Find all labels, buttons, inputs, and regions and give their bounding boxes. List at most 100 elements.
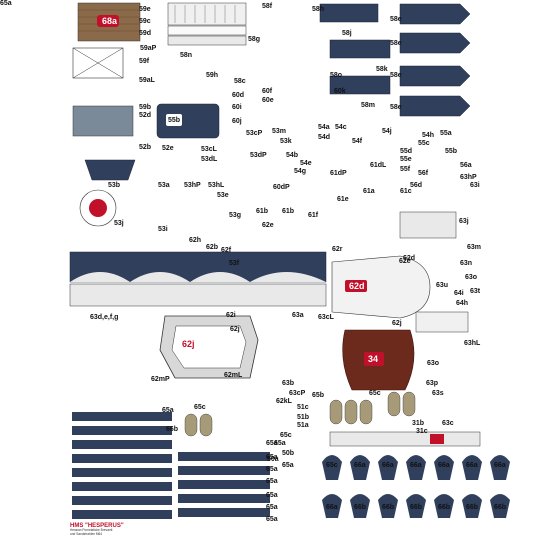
sheet-subtitle-1: Hessian Pomelaticke Brevanti xyxy=(70,528,113,533)
part-label: 63cL xyxy=(318,314,334,321)
part-label: 66a xyxy=(326,504,338,511)
hull-section-55b xyxy=(156,103,220,139)
part-label: 52e xyxy=(162,145,174,152)
part-label: 65a xyxy=(266,454,278,461)
part-label: 65a xyxy=(0,0,12,7)
part-label: 66b xyxy=(494,504,507,511)
part-label: 54h xyxy=(422,132,435,139)
navy-hull-panels xyxy=(319,3,471,117)
part-label: 53hP xyxy=(184,182,201,189)
part-label: 66a xyxy=(354,462,366,469)
part-label: 53dL xyxy=(201,156,218,163)
part-label: 54d xyxy=(318,134,331,141)
round-badge-inner xyxy=(89,199,107,217)
part-label: 56f xyxy=(418,170,429,177)
part-label: 58e xyxy=(390,104,402,111)
part-label: 66a xyxy=(410,462,422,469)
part-label: 54f xyxy=(352,138,363,145)
part-label: 59aL xyxy=(139,77,155,84)
part-label: 66b xyxy=(438,504,451,511)
part-label: 66a xyxy=(466,462,478,469)
part-label: 58e xyxy=(390,72,402,79)
part-label: 31c xyxy=(416,428,428,435)
part-label: 63c xyxy=(442,420,454,427)
part-label: 51c xyxy=(297,404,309,411)
boat-section-53b xyxy=(84,159,136,181)
part-label: 62kL xyxy=(276,398,292,405)
label-62d: 62d xyxy=(349,281,365,291)
part-label: 60k xyxy=(334,88,346,95)
part-label: 63s xyxy=(432,390,444,397)
part-label: 53f xyxy=(229,260,240,267)
part-label: 63hP xyxy=(460,174,477,181)
part-label: 64i xyxy=(454,290,464,297)
part-label: 58n xyxy=(180,52,193,59)
part-label: 55d xyxy=(400,148,413,155)
part-label: 65c xyxy=(280,432,292,439)
part-label: 66b xyxy=(166,426,179,433)
sheet-footer: HMS "HESPERUS" Hessian Pomelaticke Breva… xyxy=(70,523,124,536)
part-label: 58j xyxy=(342,30,352,37)
part-label: 59d xyxy=(139,30,152,37)
part-label: 65a xyxy=(266,466,278,473)
part-label: 53i xyxy=(158,226,168,233)
part-label: 54g xyxy=(294,168,307,175)
part-label: 66b xyxy=(410,504,423,511)
part-label: 55b xyxy=(445,148,458,155)
part-label: 63b xyxy=(282,380,295,387)
part-label: 54a xyxy=(318,124,330,131)
part-label: 56a xyxy=(460,162,472,169)
badge-68a xyxy=(97,15,119,27)
part-label: 61e xyxy=(337,196,349,203)
part-label: 63d,e,f,g xyxy=(90,314,119,321)
part-label: 63i xyxy=(470,182,480,189)
part-label: 60i xyxy=(232,104,242,111)
part-label: 61dP xyxy=(330,170,347,177)
part-label: 65a xyxy=(162,407,174,414)
part-label: 62r xyxy=(332,246,343,253)
part-label: 53cP xyxy=(246,130,263,137)
part-label: 65c xyxy=(326,462,338,469)
part-label: 63m xyxy=(467,244,482,251)
anchors-66a xyxy=(322,455,510,480)
part-label: 50b xyxy=(282,450,295,457)
part-label: 59f xyxy=(139,58,150,65)
part-label: 59h xyxy=(206,72,219,79)
part-label: 65a xyxy=(266,478,278,485)
part-label: 59aP xyxy=(140,45,157,52)
part-label: 53cL xyxy=(201,146,217,153)
part-label: 63u xyxy=(436,282,449,289)
part-label: 65a xyxy=(266,516,278,523)
part-label: 58k xyxy=(376,66,388,73)
part-label: 58f xyxy=(262,3,273,10)
part-label: 52d xyxy=(139,112,152,119)
part-label: 59c xyxy=(139,18,151,25)
part-label: 55a xyxy=(440,130,452,137)
part-label: 31b xyxy=(412,420,425,427)
part-label: 58c xyxy=(234,78,246,85)
part-label: 58h xyxy=(312,6,325,13)
part-label: 62b xyxy=(206,244,219,251)
panel-59e-ribs xyxy=(174,5,236,23)
part-label: 58e xyxy=(390,40,402,47)
part-label: 61c xyxy=(400,188,412,195)
part-label: 66a xyxy=(494,462,506,469)
part-label: 61b xyxy=(282,208,295,215)
part-label: 65a xyxy=(266,440,278,447)
part-label: 65a xyxy=(266,492,278,499)
part-label: 63o xyxy=(427,360,440,367)
part-label: 63j xyxy=(459,218,469,225)
hatch-cross-b xyxy=(72,47,124,79)
part-label: 65a xyxy=(274,440,286,447)
part-label: 62h xyxy=(189,237,202,244)
part-label: 63a xyxy=(292,312,304,319)
capsules-65c xyxy=(184,391,416,437)
frame-62j-inner xyxy=(171,325,247,369)
part-label: 63cP xyxy=(289,390,306,397)
part-label: 60dP xyxy=(273,184,290,191)
part-label: 65c xyxy=(194,404,206,411)
part-label: 63t xyxy=(470,288,481,295)
part-label: 62f xyxy=(221,247,232,254)
part-label: 62i xyxy=(226,312,236,319)
